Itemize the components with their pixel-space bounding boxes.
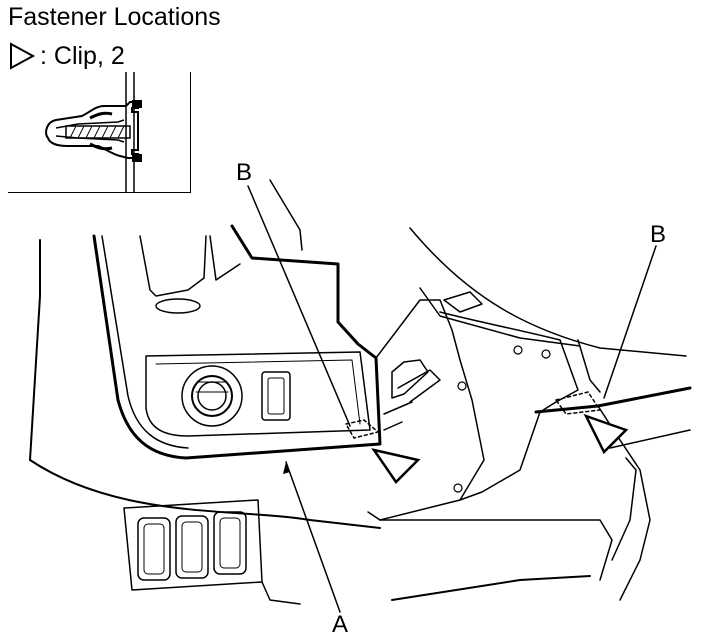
dash-left-edge <box>29 239 41 461</box>
small-switch <box>261 371 291 421</box>
leader-a <box>285 461 341 613</box>
callout-b-left: B <box>236 159 253 186</box>
clip-marker-right <box>583 413 629 455</box>
clip-detail-drawing <box>45 72 142 192</box>
legend-label: : Clip, 2 <box>40 42 125 70</box>
dash-lower-edge <box>29 459 381 529</box>
center-bracket <box>367 299 485 521</box>
lower-cover-a <box>92 224 382 460</box>
legend-clip: : Clip, 2 <box>8 40 125 72</box>
lower-switch-2 <box>175 515 209 579</box>
switch-panel <box>145 351 371 437</box>
leader-b-left <box>247 185 351 427</box>
lower-switch-1 <box>137 517 171 581</box>
column-cover <box>409 227 687 357</box>
leader-b-right <box>603 245 657 399</box>
lower-switch-3 <box>213 511 247 575</box>
callout-b-right: B <box>650 221 667 248</box>
dial-knob <box>181 365 243 427</box>
page-title: Fastener Locations <box>8 3 221 31</box>
clip-detail-inset <box>8 72 191 193</box>
triangle-clip-icon <box>10 42 36 70</box>
callout-a: A <box>332 611 349 638</box>
clip-marker-left <box>371 448 421 484</box>
